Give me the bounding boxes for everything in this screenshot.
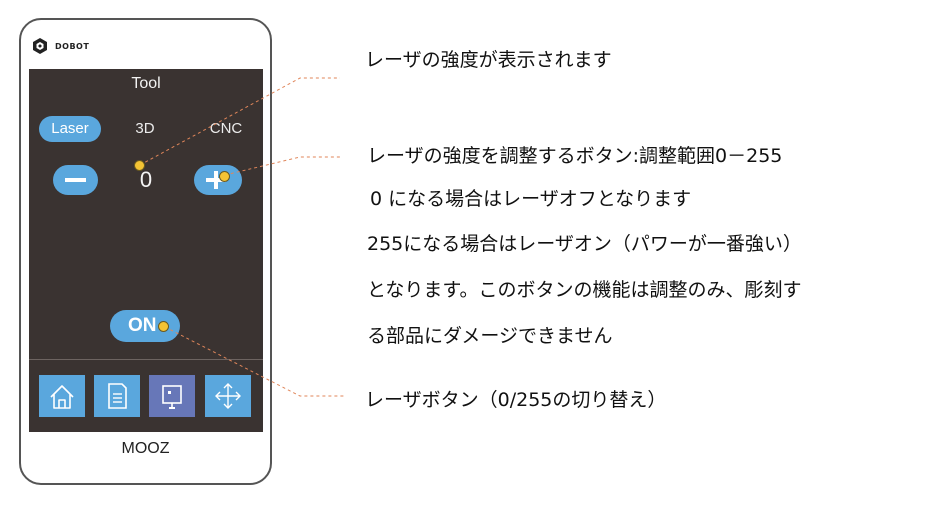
tab-cnc[interactable]: CNC xyxy=(209,120,243,137)
annotation-toggle: レーザボタン（0/255の切り替え） xyxy=(365,389,667,411)
annotation-display: レーザの強度が表示されます xyxy=(365,49,612,71)
screen-title: Tool xyxy=(131,75,161,92)
tab-3d[interactable]: 3D xyxy=(135,120,155,137)
nav-control-button[interactable] xyxy=(149,375,195,417)
tab-laser[interactable]: Laser xyxy=(39,116,101,142)
annotation-adjust-line-4: となります。このボタンの機能は調整のみ、彫刻す xyxy=(367,279,802,301)
marker-adjust xyxy=(219,171,230,182)
annotation-adjust-line-3: 255になる場合はレーザオン（パワーが一番強い） xyxy=(367,233,802,255)
annotation-adjust-line-1: レーザの強度を調整するボタン:調整範囲0－255 xyxy=(367,145,783,167)
file-icon xyxy=(108,383,127,409)
control-panel-icon xyxy=(162,385,182,409)
home-icon xyxy=(50,385,74,409)
marker-toggle xyxy=(158,321,169,332)
divider xyxy=(29,359,263,360)
nav-home-button[interactable] xyxy=(39,375,85,417)
move-arrows-icon xyxy=(215,383,241,409)
annotation-adjust-line-2: 0 になる場合はレーザオフとなります xyxy=(370,188,692,210)
dobot-logo-icon xyxy=(33,38,47,54)
nav-file-button[interactable] xyxy=(94,375,140,417)
annotation-adjust-line-5: る部品にダメージできません xyxy=(367,325,613,347)
decrease-button[interactable] xyxy=(53,165,98,195)
marker-display xyxy=(134,160,145,171)
touch-screen: Tool Laser 3D CNC 0 ON xyxy=(29,69,263,432)
model-name: MOOZ xyxy=(121,440,170,457)
brand: DOBOT xyxy=(31,36,89,56)
increase-button[interactable] xyxy=(194,165,242,195)
laser-power-value: 0 xyxy=(139,167,153,192)
laser-on-button[interactable]: ON xyxy=(110,310,180,342)
tool-tabs: Laser 3D CNC xyxy=(39,116,259,142)
brand-name: DOBOT xyxy=(55,41,90,51)
nav-move-button[interactable] xyxy=(205,375,251,417)
